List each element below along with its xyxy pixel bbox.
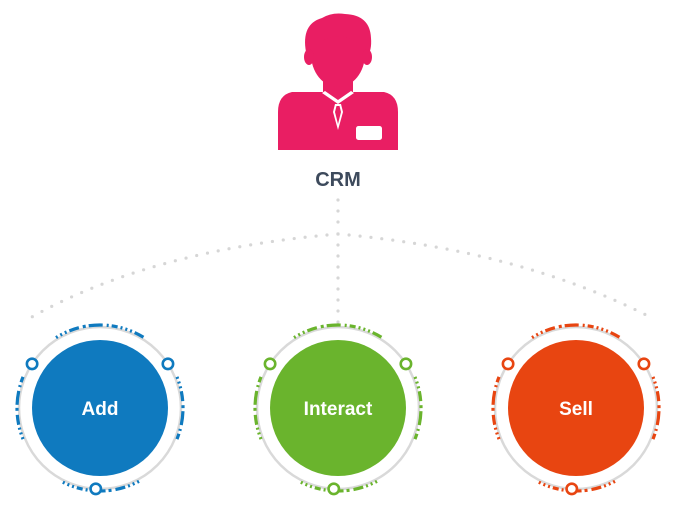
node-ring-accent	[651, 376, 661, 440]
person-collar	[322, 91, 354, 104]
nodes: Add Interact Sell	[15, 323, 661, 496]
node-sell: Sell	[491, 323, 661, 496]
node-knob	[565, 482, 579, 496]
node-circle	[32, 340, 168, 476]
node-knob	[327, 482, 341, 496]
connector-add	[28, 232, 340, 320]
node-ring-accent	[55, 323, 145, 339]
node-ring-accent	[531, 323, 621, 339]
node-knob	[161, 357, 175, 371]
node-knob	[89, 482, 103, 496]
node-knob	[263, 357, 277, 371]
node-add: Add	[15, 323, 185, 496]
node-circle	[270, 340, 406, 476]
person-icon	[278, 13, 398, 150]
node-ring-accent	[15, 376, 25, 440]
node-knob	[25, 357, 39, 371]
person-ear-right	[362, 49, 372, 65]
node-ring-accent	[293, 323, 383, 339]
node-ring-accent	[413, 376, 423, 440]
connector-sell	[336, 232, 654, 320]
node-ring-accent	[253, 376, 263, 440]
person-ear-left	[304, 49, 314, 65]
name-badge	[356, 126, 382, 140]
node-label-add: Add	[82, 399, 119, 420]
person-hair	[305, 13, 372, 58]
node-knob	[399, 357, 413, 371]
connectors	[28, 198, 654, 328]
node-ring-accent	[491, 376, 501, 440]
person-tie-inner	[335, 106, 341, 124]
node-knob	[637, 357, 651, 371]
node-ring-accent	[175, 376, 185, 440]
node-label-interact: Interact	[304, 399, 373, 420]
node-label-sell: Sell	[559, 399, 593, 420]
node-circle	[508, 340, 644, 476]
node-interact: Interact	[253, 323, 423, 496]
root-label: CRM	[315, 169, 361, 191]
node-knob	[501, 357, 515, 371]
